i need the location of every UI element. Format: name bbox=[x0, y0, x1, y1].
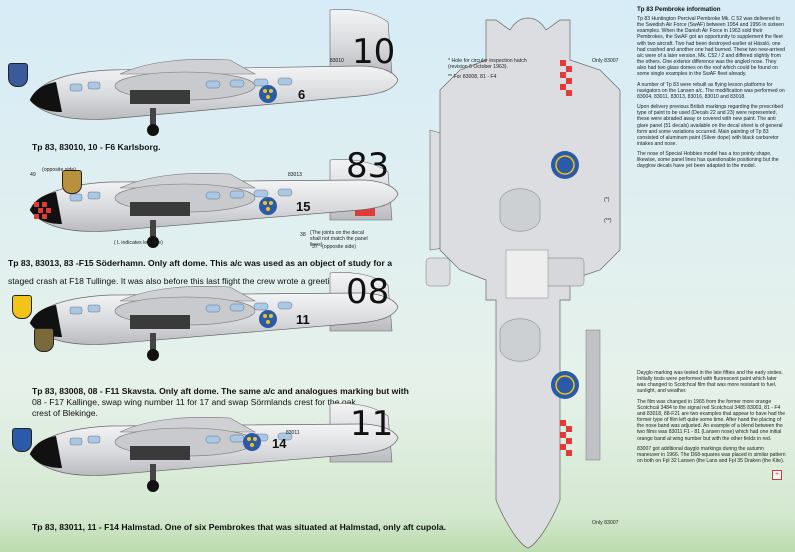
plus-icon: + bbox=[772, 470, 782, 480]
roundel bbox=[259, 85, 277, 103]
aircraft-silhouette bbox=[29, 9, 399, 136]
f14-crest-icon bbox=[12, 428, 32, 452]
caption-83013-line2: staged crash at F18 Tullinge. It was als… bbox=[8, 276, 351, 286]
note-hole: * Hole for circular inspection hatch (re… bbox=[448, 58, 527, 71]
side-view-08 bbox=[29, 272, 399, 361]
info-paragraph: Dayglo marking was tested in the late fi… bbox=[637, 370, 783, 395]
wing-number: 15 bbox=[296, 199, 311, 214]
dayglo-top-squares bbox=[560, 60, 572, 456]
roundels bbox=[551, 151, 579, 399]
caption-08-line1: Tp 83, 83008, 08 - F11 Skavsta. Only aft… bbox=[32, 386, 409, 396]
roundel-crowns bbox=[263, 89, 273, 99]
aircraft-silhouette bbox=[29, 159, 399, 248]
note-star: (*) bbox=[604, 197, 610, 203]
f11-crest-icon bbox=[12, 295, 32, 319]
tail-number: 08 bbox=[346, 272, 390, 312]
caption-83013-line1: Tp 83, 83013, 83 -F15 Söderhamn. Only af… bbox=[8, 258, 392, 268]
callout-joints-note: (The joints on the decal shall not match… bbox=[310, 230, 368, 249]
aircraft-silhouette bbox=[29, 272, 399, 361]
tail-number: 10 bbox=[352, 32, 396, 72]
note-star2: (**) bbox=[604, 218, 612, 224]
side-view-83013 bbox=[29, 159, 399, 248]
wing-number: 11 bbox=[296, 312, 310, 327]
callout-opposite-side-1: (opposite side) bbox=[42, 167, 77, 173]
callout-49: 49 bbox=[30, 172, 36, 178]
caption-08-line2: 08 - F17 Kallinge, swap wing number 11 f… bbox=[32, 397, 356, 407]
tail-number: 11 bbox=[350, 404, 394, 444]
caption-83011: Tp 83, 83011, 11 - F14 Halmstad. One of … bbox=[32, 522, 447, 532]
note-only-83007-top: Only 83007 bbox=[592, 58, 619, 64]
info-paragraph: 83007 got additional dayglo markings dur… bbox=[637, 445, 786, 465]
f6-crest-icon bbox=[8, 63, 28, 87]
note-only-83007-bottom: Only 83007 bbox=[592, 520, 619, 526]
info-paragraph: The nose of Special Hobbies model has a … bbox=[637, 151, 779, 170]
side-view-83011 bbox=[29, 403, 399, 492]
serial: 83011 bbox=[286, 430, 300, 436]
plan-view-top bbox=[425, 17, 621, 549]
note-for-aircraft: ** For 83008, 81 - F4 bbox=[448, 74, 497, 80]
dayglo-nose-squares bbox=[34, 202, 51, 219]
serial: 83013 bbox=[288, 172, 302, 178]
info-paragraph: The film was changed in 1965 from the fo… bbox=[637, 398, 786, 442]
info-heading: Tp 83 Pembroke information bbox=[637, 6, 721, 13]
aircraft-silhouette bbox=[29, 403, 399, 492]
callout-38: 38 bbox=[300, 232, 306, 238]
info-paragraph: Upon delivery previous British markings … bbox=[637, 104, 784, 147]
wing-number: 14 bbox=[272, 436, 287, 451]
info-block-upper: Tp 83 Huntington Percival Pembroke Mk. C… bbox=[637, 16, 787, 174]
callout-37: 37 bbox=[312, 244, 318, 250]
sormland-crest-icon bbox=[34, 328, 54, 352]
caption-83010: Tp 83, 83010, 10 - F6 Karlsborg. bbox=[32, 142, 161, 152]
info-paragraph: Tp 83 Huntington Percival Pembroke Mk. C… bbox=[637, 16, 786, 78]
f15-crest-icon bbox=[62, 170, 82, 194]
wing-number: 6 bbox=[298, 87, 306, 102]
serial: 83010 bbox=[330, 58, 344, 64]
side-view-83010 bbox=[29, 9, 399, 136]
caption-08-line3: crest of Blekinge. bbox=[32, 408, 98, 418]
callout-left-side: ( L indicates left side) bbox=[114, 240, 163, 246]
info-paragraph: A number of Tp 83 were rebuilt as flying… bbox=[637, 81, 785, 100]
callout-opposite-side-2: (opposite side) bbox=[322, 244, 357, 250]
tail-number: 83 bbox=[346, 146, 390, 186]
info-block-lower: Dayglo marking was tested in the late fi… bbox=[637, 370, 787, 468]
